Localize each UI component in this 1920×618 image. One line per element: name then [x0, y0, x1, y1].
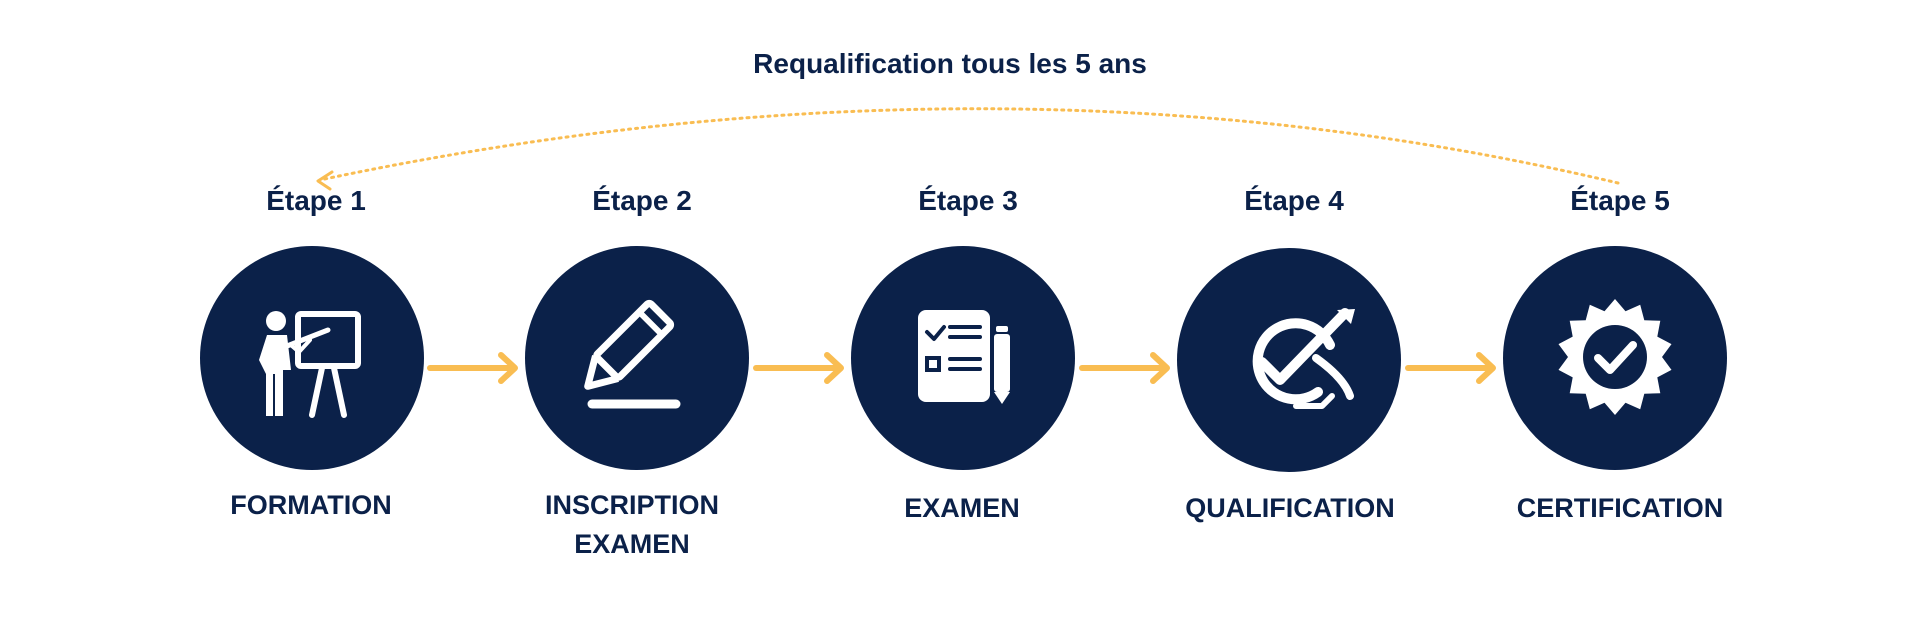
step-4-label: QUALIFICATION	[1185, 493, 1394, 523]
step-4-circle	[1177, 248, 1401, 472]
pencil-icon	[584, 299, 681, 409]
connector-arrow-3-4	[1079, 352, 1170, 384]
step-1-circle	[200, 246, 424, 470]
step-4-heading: Étape 4	[1244, 185, 1344, 216]
target-check-icon	[1252, 308, 1355, 409]
step-1-heading: Étape 1	[266, 185, 366, 216]
step-1-label: FORMATION	[230, 490, 391, 520]
loop-dotted-curve	[318, 107, 1620, 185]
connector-arrow-1-2	[427, 352, 518, 384]
step-3-heading: Étape 3	[918, 185, 1018, 216]
diagram-title: Requalification tous les 5 ans	[753, 48, 1147, 79]
step-5-heading: Étape 5	[1570, 185, 1670, 216]
step-2-label-line-2: EXAMEN	[574, 529, 690, 559]
step-connectors	[427, 352, 1496, 384]
step-3-label: EXAMEN	[904, 493, 1020, 523]
requalification-loop-arrow	[316, 107, 1620, 191]
connector-arrow-2-3	[753, 352, 844, 384]
step-headings: Étape 1 Étape 2 Étape 3 Étape 4 Étape 5	[266, 185, 1670, 216]
connector-arrow-4-5	[1405, 352, 1496, 384]
badge-check-icon	[1558, 299, 1672, 415]
step-2-label-line-1: INSCRIPTION	[545, 490, 719, 520]
loop-arrowhead	[316, 170, 334, 191]
step-2-heading: Étape 2	[592, 185, 692, 216]
teacher-board-icon	[259, 311, 361, 418]
checklist-icon	[918, 310, 1010, 404]
step-5-label: CERTIFICATION	[1517, 493, 1723, 523]
step-labels: FORMATION INSCRIPTION EXAMEN EXAMEN QUAL…	[230, 490, 1723, 559]
